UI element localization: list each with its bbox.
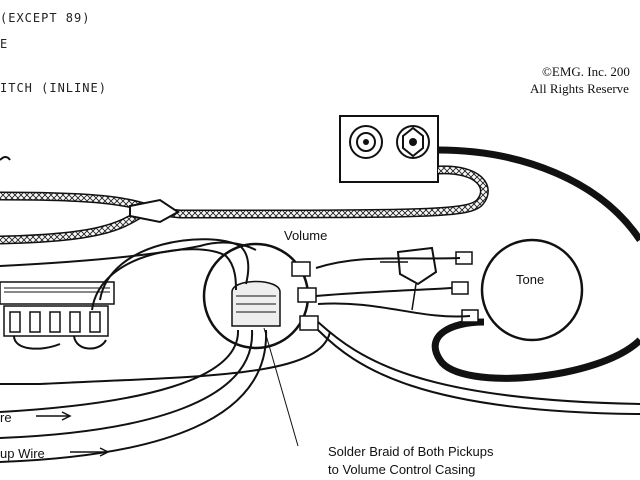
arrow-b-icon xyxy=(70,447,110,457)
volume-label: Volume xyxy=(284,228,327,243)
cable-connector xyxy=(129,198,180,224)
wire-bottom-right-b xyxy=(317,329,640,415)
output-jack xyxy=(339,115,439,183)
tone-capacitor xyxy=(380,246,438,311)
note-except-89: (EXCEPT 89) xyxy=(0,11,90,25)
wire-label-a: re xyxy=(0,410,12,425)
pickup-switch xyxy=(0,281,115,337)
wire-lower-4 xyxy=(0,329,268,463)
wire-switch-loop-1 xyxy=(13,335,61,350)
wire-switch-loop-2 xyxy=(73,335,107,350)
copyright-line-2: All Rights Reserve xyxy=(530,81,629,96)
wire-lower-2 xyxy=(0,329,240,413)
wire-lower-1 xyxy=(0,331,331,385)
wire-bottom-right-a xyxy=(317,321,640,405)
solder-note-line-2: to Volume Control Casing xyxy=(328,462,475,477)
note-line-2: E xyxy=(0,37,8,51)
volume-pot xyxy=(202,242,319,350)
wire-lower-3 xyxy=(0,329,254,439)
arrow-a-icon xyxy=(36,411,72,421)
tone-pot xyxy=(451,238,584,342)
wire-vol-tone-2 xyxy=(315,287,453,297)
note-switch-inline: ITCH (INLINE) xyxy=(0,81,107,95)
wire-vol-tone-1 xyxy=(315,257,461,269)
braided-cable-pattern xyxy=(0,166,488,218)
ground-wire-heavy xyxy=(437,146,640,242)
wire-switch-vol-3 xyxy=(0,241,257,267)
note-mark xyxy=(0,156,11,161)
solder-note-line-1: Solder Braid of Both Pickups xyxy=(328,444,494,459)
solder-leader-line xyxy=(263,327,299,447)
wire-switch-vol-1 xyxy=(99,238,250,301)
tone-heavy-wire xyxy=(431,318,640,382)
copyright-line-1: ©EMG. Inc. 200 xyxy=(542,64,630,79)
tone-label: Tone xyxy=(516,272,544,287)
wire-switch-vol-2 xyxy=(91,248,237,311)
wire-label-b: up Wire xyxy=(0,446,45,461)
wire-vol-tone-3 xyxy=(317,302,471,318)
